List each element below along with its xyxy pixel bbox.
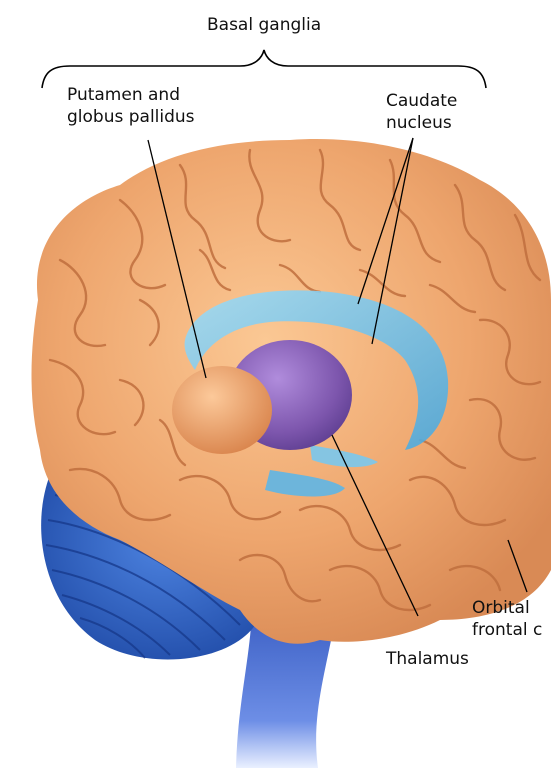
label-orbital-line-2: frontal c: [472, 619, 551, 641]
label-caudate-line-2: nucleus: [386, 112, 457, 134]
label-basal-ganglia: Basal ganglia: [207, 14, 321, 36]
label-caudate-line-1: Caudate: [386, 90, 457, 112]
basal-ganglia-bracket: [42, 50, 486, 88]
label-putamen-line-2: globus pallidus: [67, 106, 195, 128]
label-putamen-line-1: Putamen and: [67, 84, 195, 106]
label-orbital-line-1: Orbital: [472, 597, 551, 619]
putamen-globus-pallidus: [172, 366, 272, 454]
label-orbital-frontal-cortex: Orbital frontal c: [472, 597, 551, 641]
label-putamen-globus-pallidus: Putamen and globus pallidus: [67, 84, 195, 128]
label-caudate-nucleus: Caudate nucleus: [386, 90, 457, 134]
label-thalamus: Thalamus: [386, 648, 469, 670]
